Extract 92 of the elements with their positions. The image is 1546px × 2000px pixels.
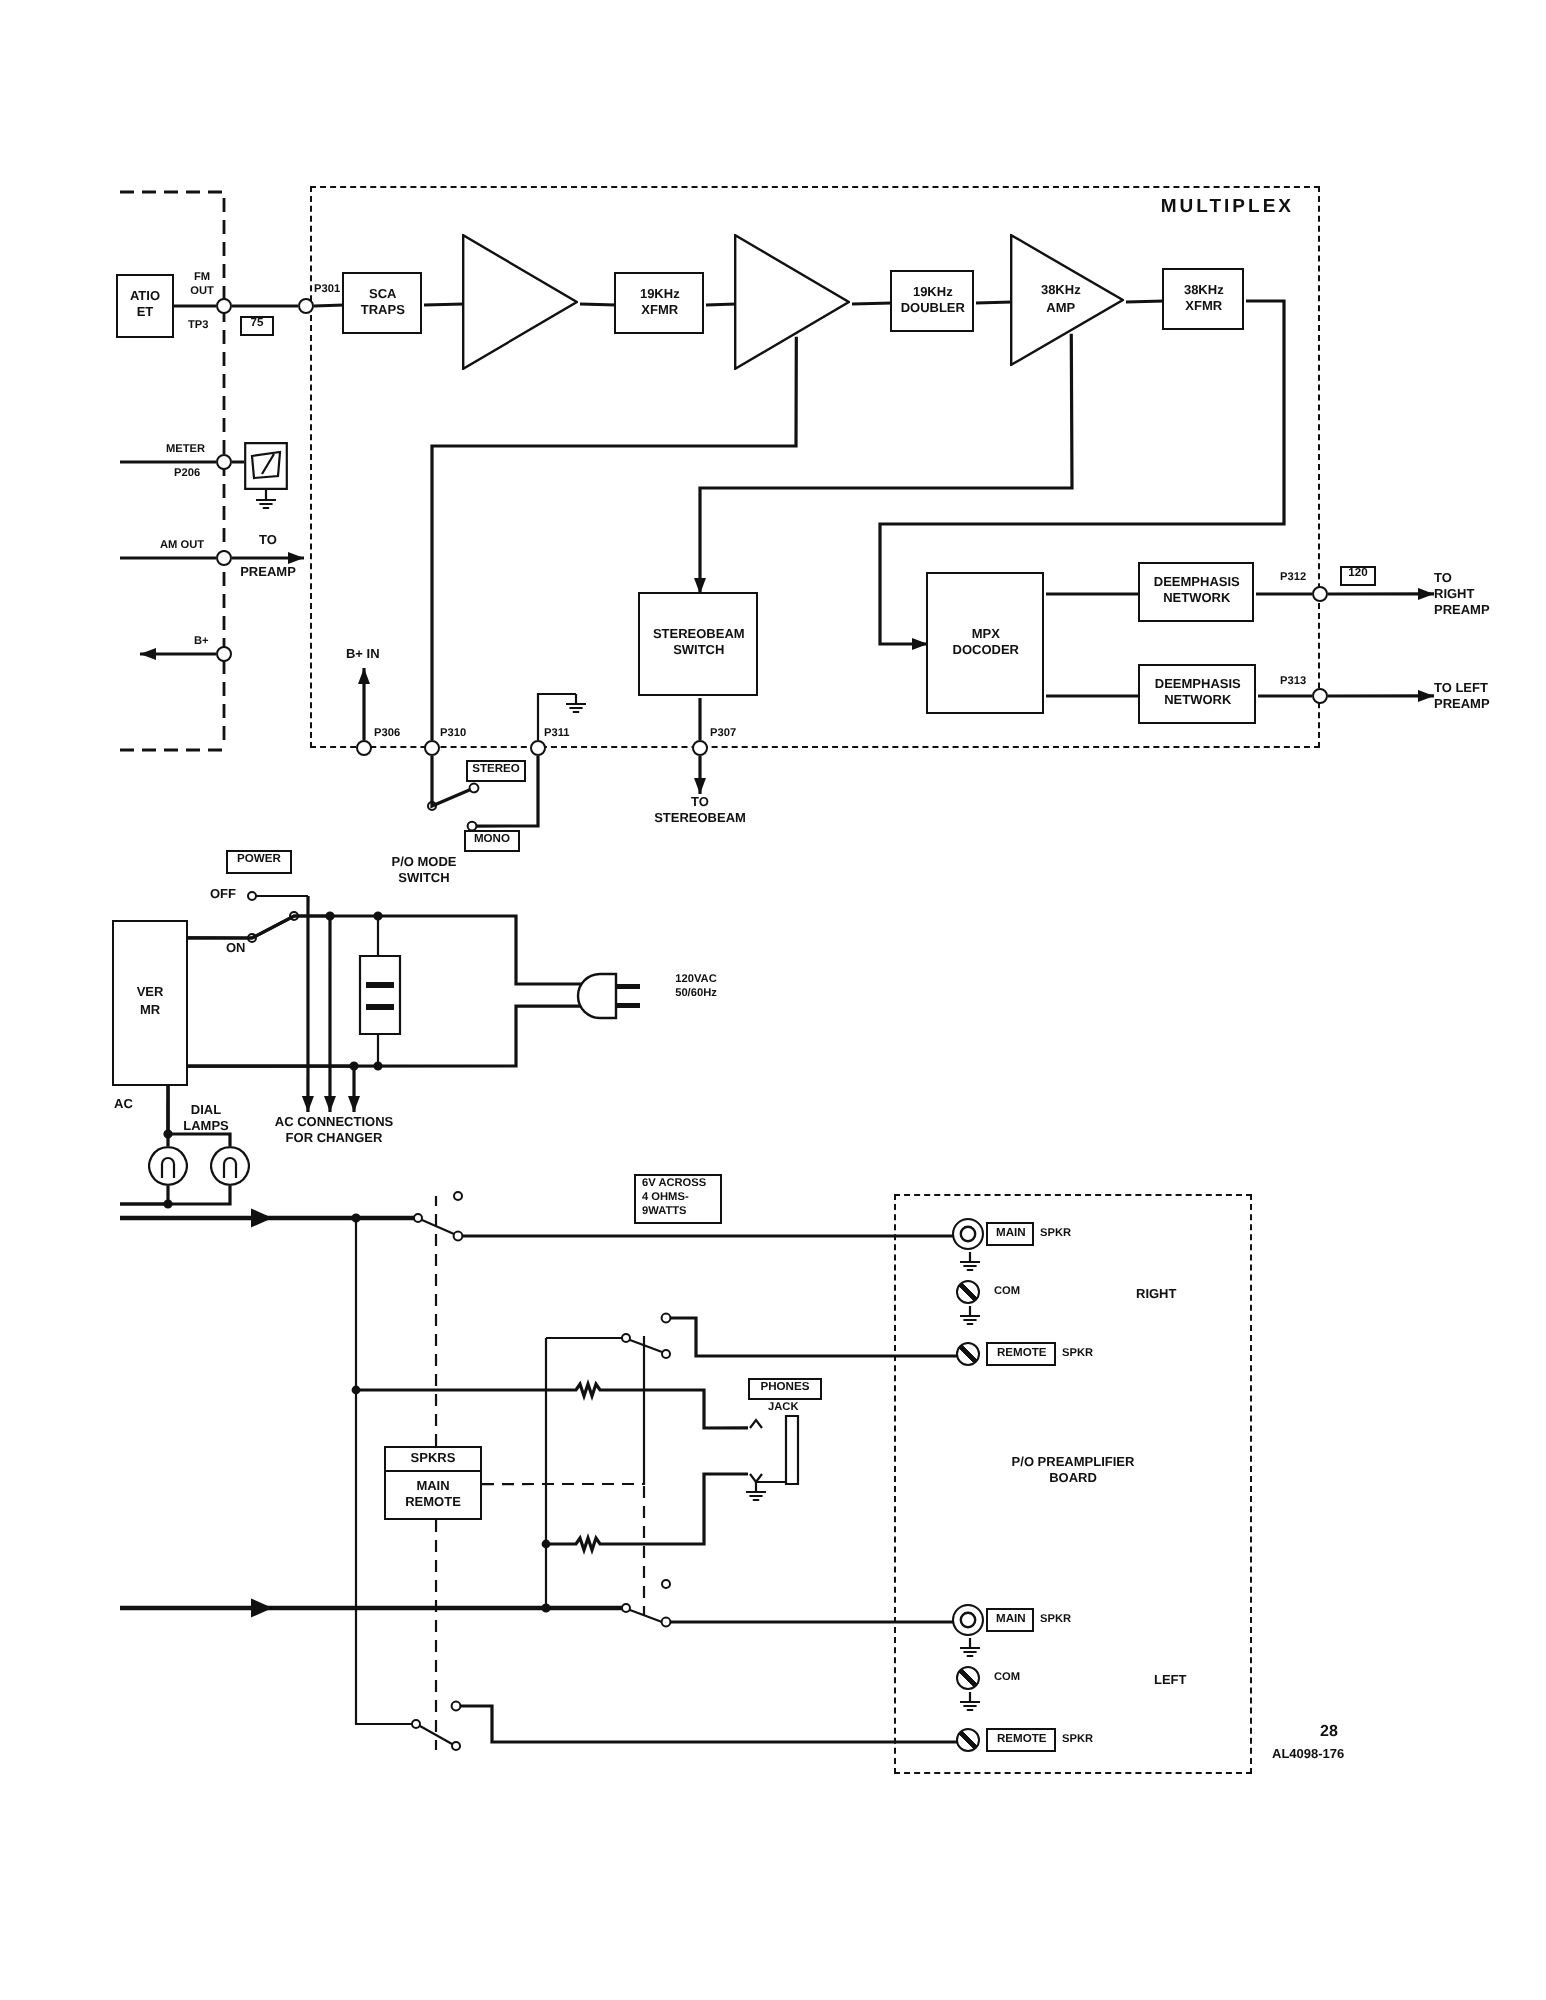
wire [541,1472,748,1556]
terminal-circle [216,454,232,470]
note-box [634,1174,722,1224]
wire [232,304,298,308]
jack-terminal [952,1218,985,1251]
linkage-line [434,1520,438,1750]
terminal-circle [216,646,232,662]
terminal-circle [1312,688,1328,704]
block-box [1340,566,1376,586]
block-box [614,272,705,335]
wire [430,756,480,809]
wire [1256,592,1312,596]
wire [423,302,465,307]
terminal-circle [424,740,440,756]
wire [313,303,345,308]
section-border [310,186,1320,748]
wire [232,460,244,464]
wire [188,914,582,986]
block-box [1138,562,1255,623]
block-box [986,1342,1057,1367]
wire [660,1616,954,1628]
phone-jack-icon [748,1412,804,1488]
wire [851,301,893,306]
terminal-circle [216,298,232,314]
signal-arrow [358,668,370,740]
block-box [638,592,759,697]
terminal-circle [298,298,314,314]
wire [174,304,216,308]
wire [1046,592,1140,596]
block-box [1138,664,1257,725]
wire [579,302,617,307]
lamp-icon [210,1146,250,1186]
wire [975,300,1013,305]
signal-arrow [1328,587,1434,600]
block-box [466,760,526,782]
wire [698,698,702,740]
wire [120,460,216,464]
wire [450,1700,958,1744]
block-box [116,274,174,338]
terminal-circle [356,740,372,756]
block-box [926,572,1045,715]
block-box [342,272,423,335]
screw-terminal [956,1342,981,1367]
block-box [986,1608,1035,1633]
jack-terminal [952,1604,985,1637]
wire [120,1186,232,1206]
amplifier-triangle [734,234,851,371]
screw-terminal [956,1666,981,1691]
lamp-icon [148,1146,188,1186]
amplifier-triangle [462,234,579,371]
note-label: 28 [1320,1722,1338,1742]
amplifier-triangle [1010,234,1125,367]
block-box [1162,268,1245,331]
wire [430,336,798,740]
terminal-circle [216,550,232,566]
wire [1125,299,1165,304]
wire [466,756,540,832]
section-title: MULTIPLEX [1160,196,1294,220]
block-box [240,316,274,336]
wire [120,556,216,560]
signal-arrow [1328,689,1434,702]
block-box [986,1222,1035,1247]
signal-arrow [232,552,304,564]
block-box [890,270,975,333]
board-border [894,1194,1252,1774]
block-box [986,1728,1057,1753]
block-box [112,920,188,1086]
wire [1046,694,1140,698]
wire [705,302,737,307]
signal-arrow [140,648,216,660]
linkage-line [482,1334,646,1616]
meter-icon [244,442,288,490]
terminal-circle [692,740,708,756]
terminal-circle [1312,586,1328,602]
block-box [748,1378,822,1400]
wire [660,1312,958,1358]
signal-arrow [694,333,1074,594]
signal-arrow [301,896,314,1112]
wire [351,1378,748,1430]
terminal-circle [530,740,546,756]
wire [188,1004,581,1068]
switch-box [384,1446,482,1520]
signal-arrow [694,756,706,794]
linkage-line [434,1196,438,1446]
wire [452,1230,954,1242]
wire [166,1086,232,1146]
screw-terminal [956,1728,981,1753]
wire [1258,694,1312,698]
block-box [226,850,292,874]
block-box [464,830,520,852]
screw-terminal [956,1280,981,1305]
signal-arrow [878,299,1286,650]
